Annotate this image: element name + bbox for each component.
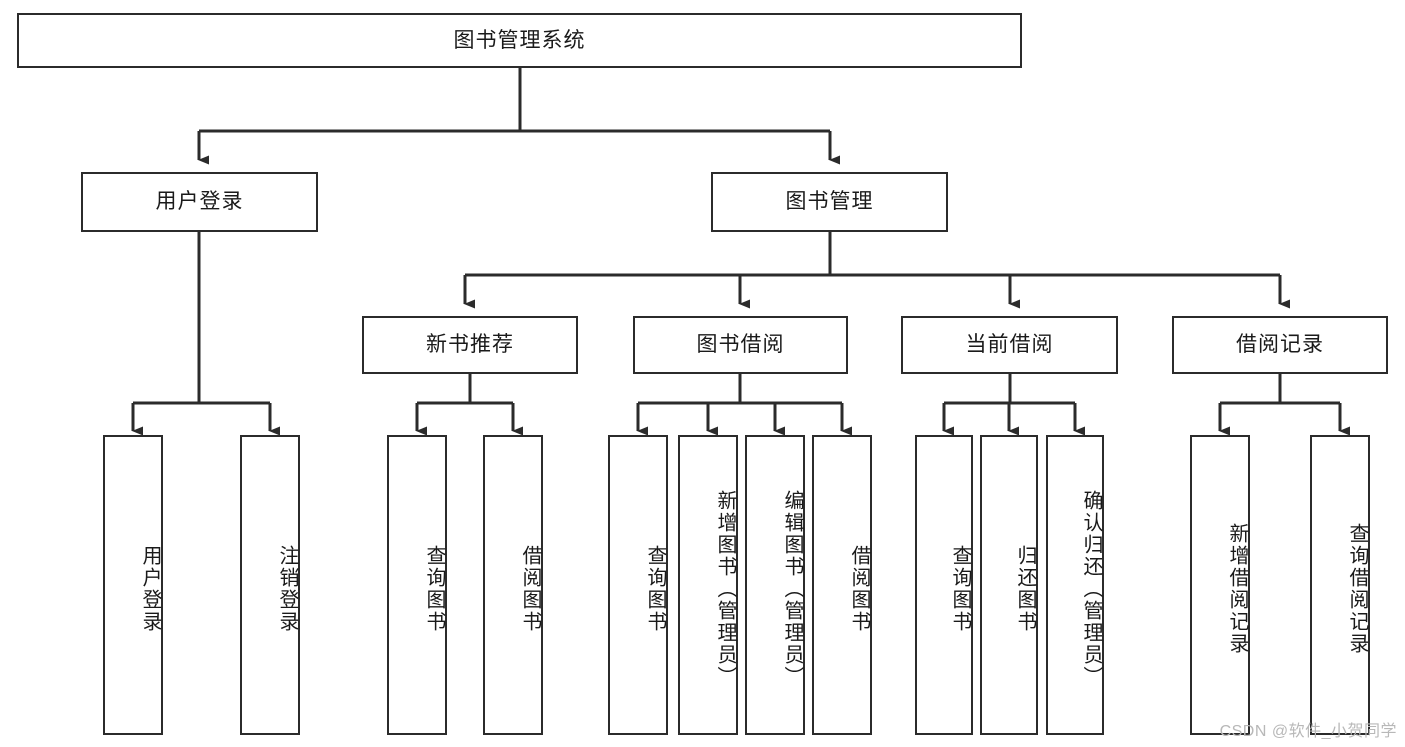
node-new-book-recommend[interactable]: 新书推荐 (362, 316, 578, 374)
leaf-return-book[interactable]: 归还图书 (980, 435, 1038, 735)
node-label: 图书管理 (785, 190, 874, 214)
node-label: 新增图书（管理员） (714, 490, 736, 688)
node-label: 确认归还（管理员） (1080, 490, 1102, 688)
node-borrow-record[interactable]: 借阅记录 (1172, 316, 1388, 374)
leaf-logout[interactable]: 注销登录 (240, 435, 300, 735)
node-label: 编辑图书（管理员） (781, 490, 803, 688)
node-book-borrow[interactable]: 图书借阅 (633, 316, 848, 374)
leaf-edit-book-admin[interactable]: 编辑图书（管理员） (745, 435, 805, 735)
node-user-login[interactable]: 用户登录 (81, 172, 318, 232)
node-label: 用户登录 (155, 190, 244, 214)
node-label: 借阅记录 (1236, 333, 1324, 357)
node-label: 查询图书 (949, 545, 971, 633)
leaf-query-book-current[interactable]: 查询图书 (915, 435, 973, 735)
node-label: 新增借阅记录 (1226, 523, 1248, 655)
leaf-add-borrow-record[interactable]: 新增借阅记录 (1190, 435, 1250, 735)
node-label: 当前借阅 (965, 333, 1054, 357)
leaf-borrow-book[interactable]: 借阅图书 (812, 435, 872, 735)
leaf-query-book-recommend[interactable]: 查询图书 (387, 435, 447, 735)
node-label: 查询借阅记录 (1346, 523, 1368, 655)
leaf-user-login[interactable]: 用户登录 (103, 435, 163, 735)
leaf-query-borrow-record[interactable]: 查询借阅记录 (1310, 435, 1370, 735)
node-label: 图书借阅 (696, 333, 785, 357)
node-label: 图书管理系统 (453, 28, 586, 52)
leaf-query-book-borrow[interactable]: 查询图书 (608, 435, 668, 735)
node-label: 用户登录 (139, 545, 161, 633)
node-current-borrow[interactable]: 当前借阅 (901, 316, 1118, 374)
node-label: 查询图书 (644, 545, 666, 633)
node-label: 注销登录 (276, 545, 298, 633)
leaf-add-book-admin[interactable]: 新增图书（管理员） (678, 435, 738, 735)
node-label: 查询图书 (423, 545, 445, 633)
leaf-borrow-book-recommend[interactable]: 借阅图书 (483, 435, 543, 735)
node-label: 归还图书 (1014, 545, 1036, 633)
node-label: 新书推荐 (426, 333, 514, 357)
leaf-confirm-return-admin[interactable]: 确认归还（管理员） (1046, 435, 1104, 735)
node-label: 借阅图书 (848, 545, 870, 633)
node-book-management[interactable]: 图书管理 (711, 172, 948, 232)
node-root-book-management-system[interactable]: 图书管理系统 (17, 13, 1022, 68)
node-label: 借阅图书 (519, 545, 541, 633)
